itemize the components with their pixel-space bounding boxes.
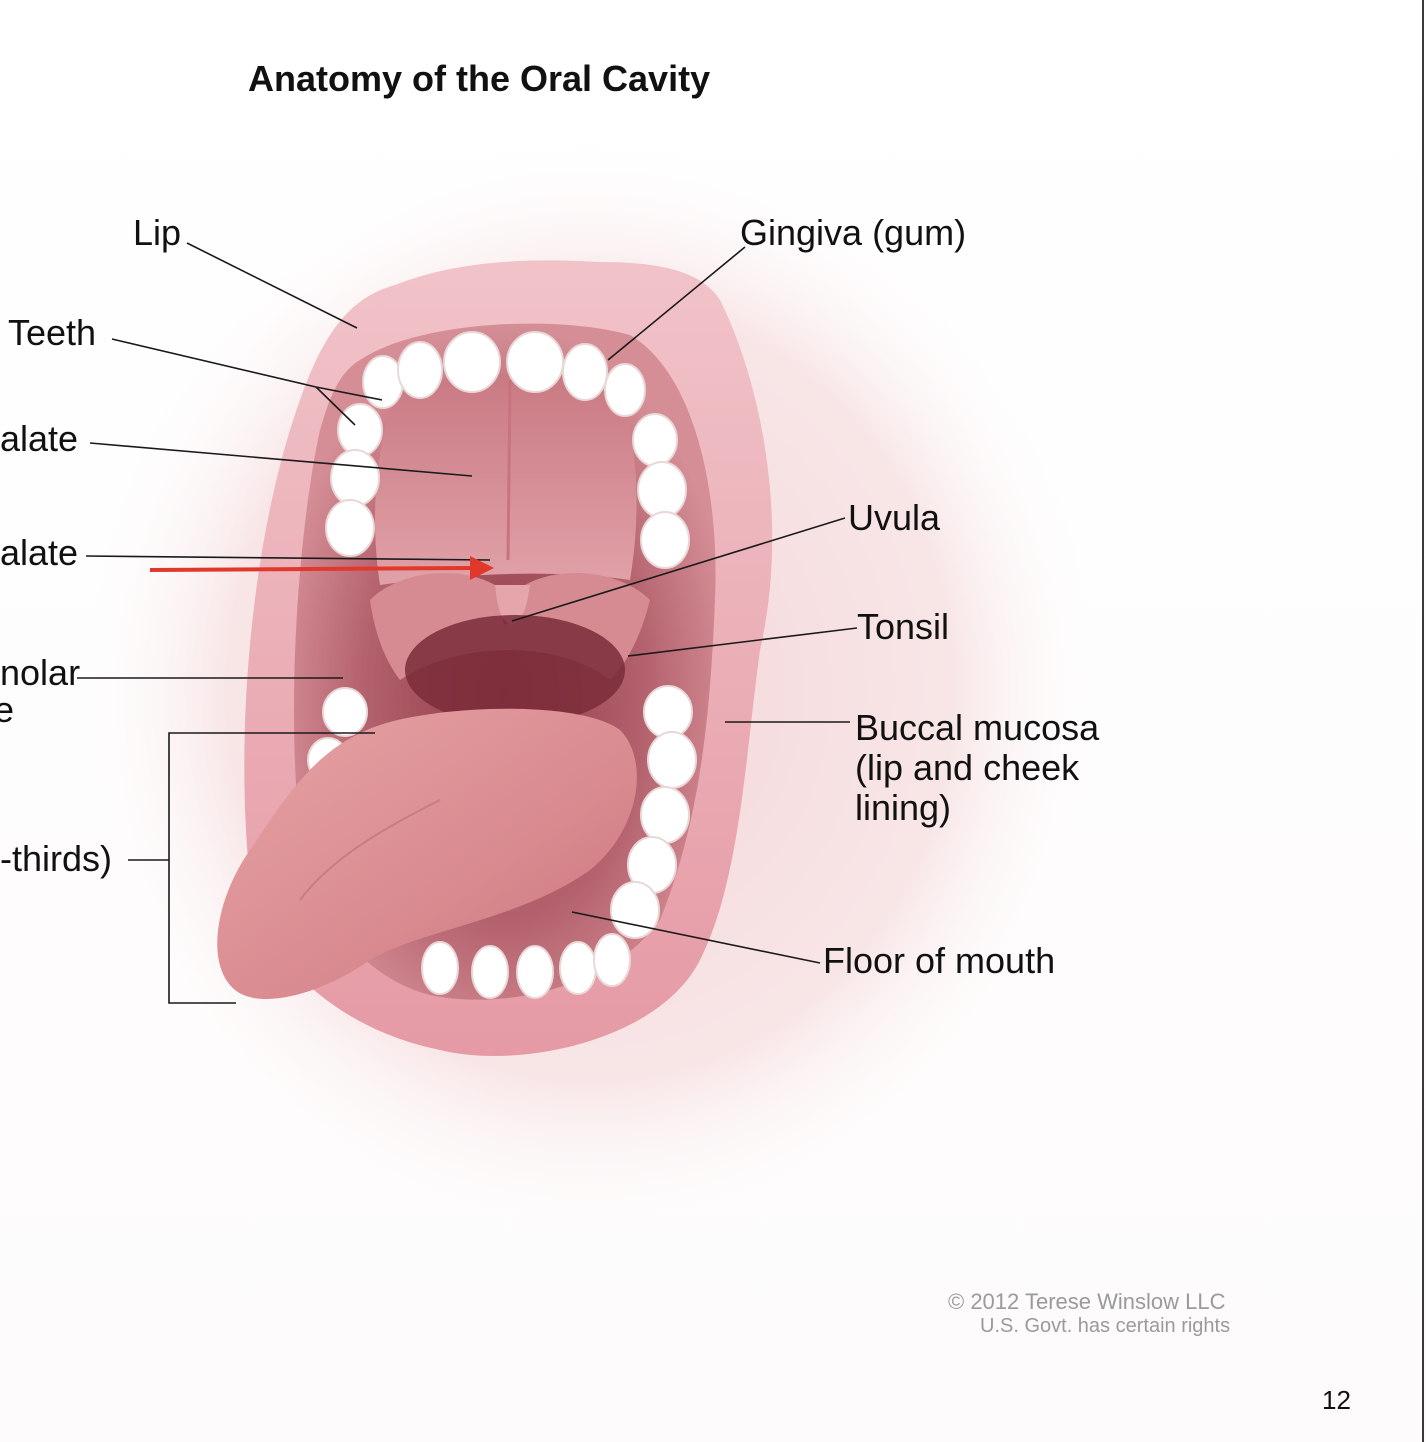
label-buccal-2: (lip and cheek [855, 747, 1080, 788]
copyright-notice: © 2012 Terese Winslow LLC U.S. Govt. has… [948, 1290, 1230, 1338]
uvula-shape [495, 585, 530, 625]
label-lip: Lip [133, 212, 182, 253]
slide-edge [1422, 0, 1424, 1442]
copyright-line1: © 2012 Terese Winslow LLC [948, 1289, 1226, 1314]
page-number: 12 [1322, 1385, 1351, 1415]
label-uvula: Uvula [848, 497, 941, 538]
copyright-line2: U.S. Govt. has certain rights [980, 1315, 1231, 1337]
label-tonsil: Tonsil [857, 606, 950, 647]
upper-teeth [325, 331, 690, 569]
label-floor-of-mouth: Floor of mouth [823, 940, 1056, 981]
tongue-shape [217, 708, 637, 999]
diagram-title: Anatomy of the Oral Cavity [248, 58, 711, 99]
label-soft-palate: alate [0, 532, 79, 573]
lower-teeth [307, 685, 697, 999]
tongue-groove [299, 799, 441, 901]
red-arrow-indicator [149, 556, 494, 580]
leader-lines [77, 242, 858, 1004]
label-retromolar-2: e [0, 689, 15, 730]
palate-raphe [506, 379, 512, 561]
label-buccal-1: Buccal mucosa [855, 707, 1100, 748]
palate-shape [375, 373, 637, 585]
label-buccal-3: lining) [855, 787, 952, 828]
label-teeth: Teeth [8, 312, 97, 353]
label-tongue: -thirds) [0, 838, 113, 879]
label-gingiva: Gingiva (gum) [740, 212, 967, 253]
label-hard-palate: alate [0, 418, 79, 459]
label-retromolar-1: nolar [0, 652, 81, 693]
throat-shape [405, 615, 625, 725]
